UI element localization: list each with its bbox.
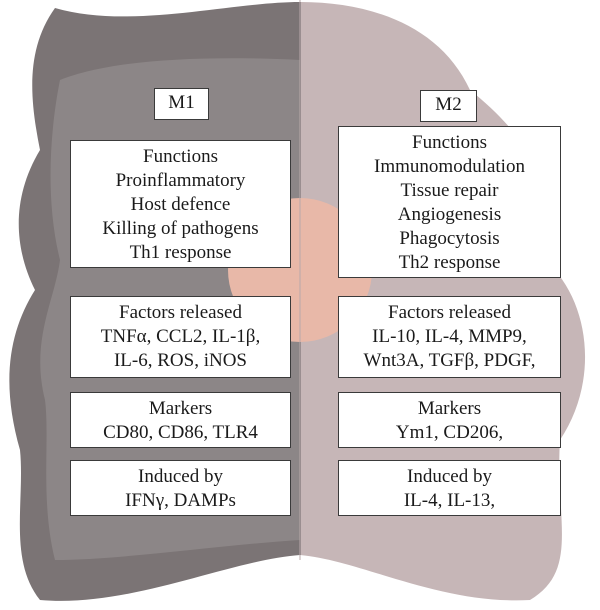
m2-factors-line: Wnt3A, TGFβ, PDGF, (363, 350, 536, 371)
m1-markers-line: CD80, CD86, TLR4 (103, 422, 258, 443)
m1-induced-line: Induced by (138, 466, 223, 487)
m2-induced-line: Induced by (407, 466, 492, 487)
m2-factors-line: Factors released (388, 302, 511, 323)
m2-functions-line: Immunomodulation (374, 156, 525, 177)
m2-induced-box: Induced by IL-4, IL-13, (338, 460, 561, 516)
m2-functions-line: Th2 response (398, 252, 501, 273)
m1-functions-line: Proinflammatory (115, 170, 246, 191)
m2-factors-box: Factors released IL-10, IL-4, MMP9, Wnt3… (338, 296, 561, 378)
m1-factors-line: TNFα, CCL2, IL-1β, (100, 326, 261, 347)
m1-factors-line: IL-6, ROS, iNOS (113, 350, 247, 371)
m1-markers-line: Markers (148, 398, 213, 419)
m1-factors-line: Factors released (119, 302, 242, 323)
m2-functions-line: Phagocytosis (399, 228, 500, 249)
m1-factors-box: Factors released TNFα, CCL2, IL-1β, IL-6… (70, 296, 291, 378)
m2-induced-line: IL-4, IL-13, (403, 490, 496, 511)
m1-markers-box: Markers CD80, CD86, TLR4 (70, 392, 291, 448)
m2-functions-line: Angiogenesis (397, 204, 502, 225)
m1-functions-box: Functions Proinflammatory Host defence K… (70, 140, 291, 268)
m2-markers-box: Markers Ym1, CD206, (338, 392, 561, 448)
m1-functions-line: Killing of pathogens (102, 218, 259, 239)
m2-functions-box: Functions Immunomodulation Tissue repair… (338, 126, 561, 278)
m1-title: M1 (154, 88, 209, 120)
m2-markers-line: Ym1, CD206, (395, 422, 504, 443)
m2-functions-line: Functions (412, 132, 487, 153)
m1-functions-line: Functions (143, 146, 218, 167)
m1-functions-line: Th1 response (129, 242, 232, 263)
m1-functions-line: Host defence (130, 194, 231, 215)
m2-factors-line: IL-10, IL-4, MMP9, (372, 326, 527, 347)
m2-title: M2 (420, 90, 477, 122)
m1-induced-box: Induced by IFNγ, DAMPs (70, 460, 291, 516)
m1-induced-line: IFNγ, DAMPs (125, 490, 236, 511)
m2-functions-line: Tissue repair (400, 180, 499, 201)
m2-markers-line: Markers (417, 398, 482, 419)
